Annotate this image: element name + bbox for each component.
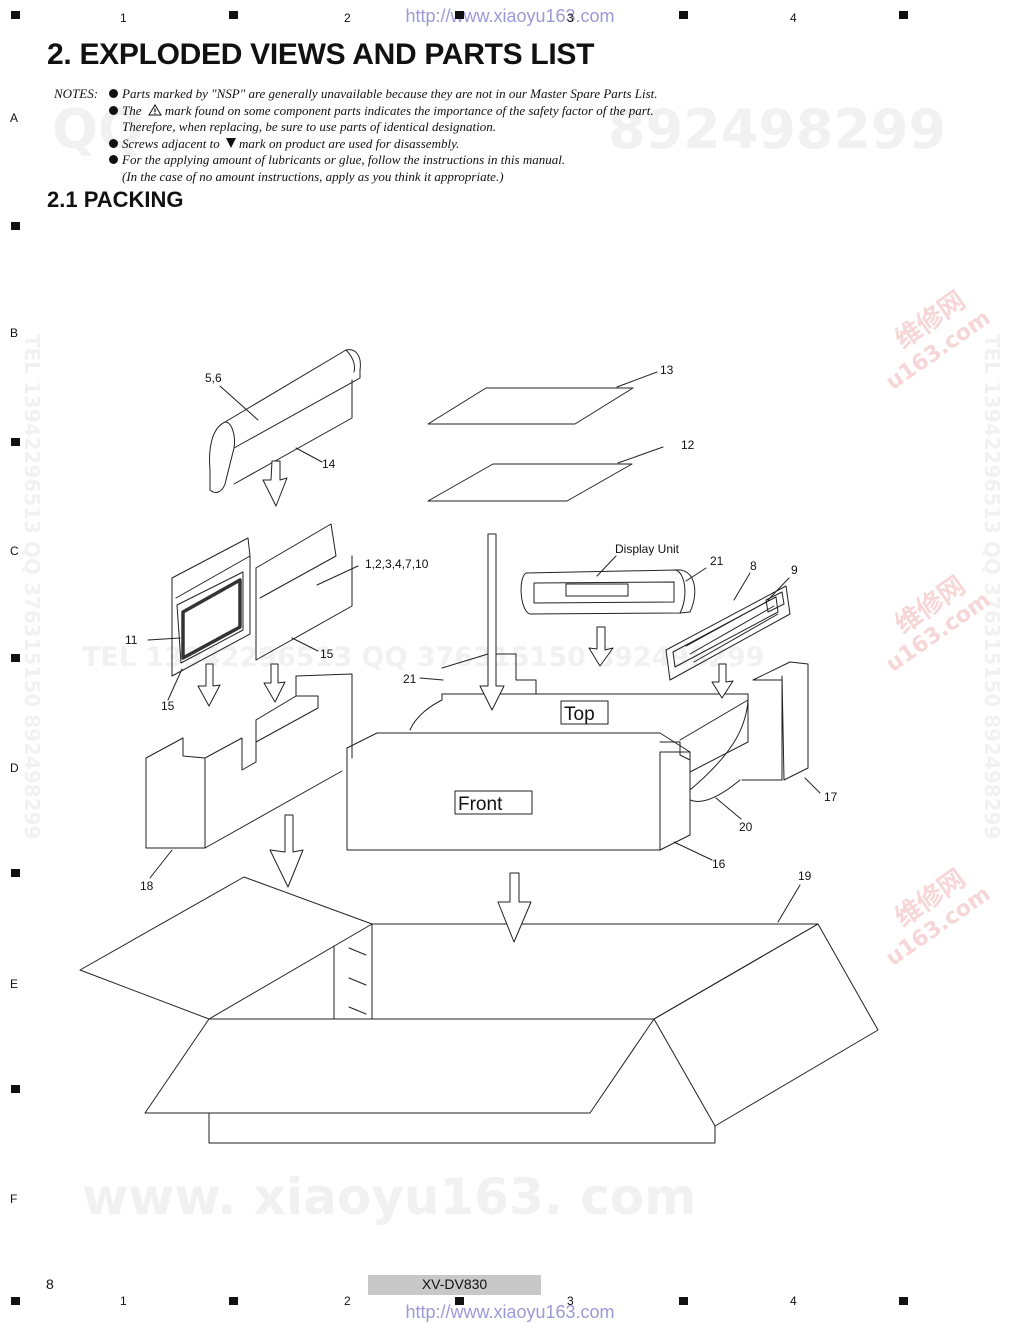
callout-16: 16 xyxy=(712,857,726,871)
column-number: 2 xyxy=(344,1294,351,1308)
page-number: 8 xyxy=(46,1276,54,1292)
front-label: Front xyxy=(458,794,503,815)
row-letter: A xyxy=(10,111,19,125)
note-item: For the applying amount of lubricants or… xyxy=(109,152,565,169)
margin-mark xyxy=(11,869,20,877)
notes-label: NOTES: xyxy=(54,86,99,101)
note-item: Screws adjacent to mark on product are u… xyxy=(109,136,459,153)
row-letter: D xyxy=(10,761,19,775)
callout-21-b: 21 xyxy=(403,672,417,686)
callout-21-a: 21 xyxy=(710,554,724,568)
accessory-bag-11 xyxy=(171,537,251,677)
margin-mark xyxy=(11,222,20,230)
callout-15-a: 15 xyxy=(320,647,334,661)
bullet-icon xyxy=(109,139,118,148)
cord-bag-part-5-6 xyxy=(209,349,361,493)
margin-mark xyxy=(229,1297,238,1305)
callout-12: 12 xyxy=(681,438,695,452)
column-number: 1 xyxy=(120,11,127,25)
callout-9: 9 xyxy=(791,563,798,577)
margin-mark xyxy=(11,1297,20,1305)
margin-mark xyxy=(11,654,20,662)
protective-sheet-12 xyxy=(427,463,633,502)
callout-19: 19 xyxy=(798,869,812,883)
outer-carton-19 xyxy=(79,876,879,1144)
callout-17: 17 xyxy=(824,790,838,804)
note-item: The mark found on some component parts i… xyxy=(109,103,654,120)
remote-control-8 xyxy=(665,585,791,681)
callout-accessories: 1,2,3,4,7,10 xyxy=(365,557,429,571)
protective-sheet-13 xyxy=(427,387,634,425)
callout-display-unit: Display Unit xyxy=(615,542,680,556)
callout-15-b: 15 xyxy=(161,699,175,713)
watermark-tel: TEL 13942296513 QQ 376315150 892498299 xyxy=(82,642,765,673)
row-letter: F xyxy=(10,1192,18,1206)
callout-20: 20 xyxy=(739,820,753,834)
cushion-left-18 xyxy=(145,673,353,849)
margin-mark xyxy=(899,1297,908,1305)
bullet-icon xyxy=(109,106,118,115)
model-label: XV-DV830 xyxy=(368,1275,541,1295)
watermark-qq-number: 892498299 xyxy=(608,98,947,161)
row-letter: E xyxy=(10,977,19,991)
front-label-box xyxy=(454,790,533,815)
watermark-site: www. xiaoyu163. com xyxy=(82,1168,697,1226)
watermark-qq: QQ xyxy=(52,98,144,161)
callout-13: 13 xyxy=(660,363,674,377)
column-number: 1 xyxy=(120,1294,127,1308)
callout-8: 8 xyxy=(750,559,757,573)
margin-mark xyxy=(455,11,464,19)
row-letter: B xyxy=(10,326,19,340)
arrow-icon xyxy=(197,460,734,943)
top-label: Top xyxy=(564,704,595,725)
down-triangle-icon xyxy=(225,138,236,148)
callout-5-6: 5,6 xyxy=(205,371,222,385)
source-url-bottom[interactable]: http://www.xiaoyu163.com xyxy=(405,1302,615,1322)
cushion-right-17 xyxy=(741,661,809,781)
margin-mark xyxy=(679,1297,688,1305)
display-unit-in-bag xyxy=(520,569,696,615)
margin-mark xyxy=(679,11,688,19)
top-label-box xyxy=(560,700,609,725)
column-number: 4 xyxy=(790,11,797,25)
column-number: 3 xyxy=(567,11,574,25)
margin-mark xyxy=(11,11,20,19)
bullet-icon xyxy=(109,155,118,164)
column-number: 4 xyxy=(790,1294,797,1308)
callout-14: 14 xyxy=(322,457,336,471)
warning-triangle-icon xyxy=(147,104,162,116)
margin-mark xyxy=(11,1085,20,1093)
margin-mark xyxy=(899,11,908,19)
column-number: 3 xyxy=(567,1294,574,1308)
margin-mark xyxy=(229,11,238,19)
page-title: 2. EXPLODED VIEWS AND PARTS LIST xyxy=(47,38,595,71)
note-continuation: Therefore, when replacing, be sure to us… xyxy=(122,119,496,134)
column-number: 2 xyxy=(344,11,351,25)
bullet-icon xyxy=(109,89,118,98)
row-letter: C xyxy=(10,544,19,558)
margin-mark xyxy=(455,1297,464,1305)
callout-leaders xyxy=(147,371,821,923)
callout-18: 18 xyxy=(140,879,154,893)
margin-mark xyxy=(11,438,20,446)
note-item: Parts marked by "NSP" are generally unav… xyxy=(109,86,658,103)
callout-11: 11 xyxy=(125,633,138,647)
accessory-bag-15 xyxy=(255,523,353,661)
section-heading: 2.1 PACKING xyxy=(47,187,184,212)
note-continuation: (In the case of no amount instructions, … xyxy=(122,169,504,184)
